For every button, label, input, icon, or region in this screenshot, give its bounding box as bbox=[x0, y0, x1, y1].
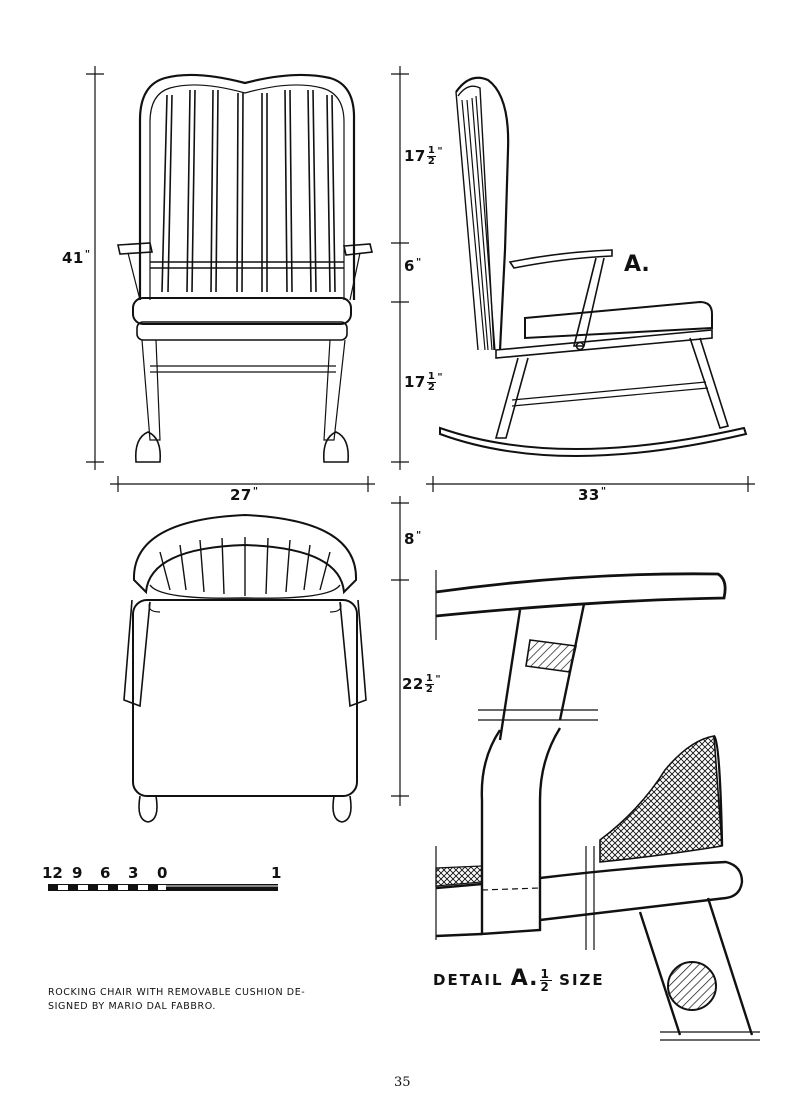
fraction-den: 2 bbox=[425, 684, 434, 695]
dim-arm-height-value: 6 bbox=[404, 257, 415, 275]
dim-top-back: 8" bbox=[404, 530, 422, 548]
fraction-den: 2 bbox=[427, 156, 436, 167]
inch-mark: " bbox=[435, 674, 442, 685]
inch-mark: " bbox=[252, 486, 259, 497]
dim-back-upper-value: 17 bbox=[404, 147, 426, 165]
scale-bar bbox=[48, 884, 278, 891]
detail-a-drawing bbox=[435, 570, 760, 1041]
dim-depth-value: 33 bbox=[578, 486, 600, 504]
scale-tick-label: 6 bbox=[100, 864, 111, 882]
section-marker-a: A. bbox=[624, 252, 650, 277]
fraction-den: 2 bbox=[427, 382, 436, 393]
fraction-num: 1 bbox=[424, 673, 435, 685]
scale-tick-label: 1 bbox=[271, 864, 282, 882]
fraction-den: 2 bbox=[540, 980, 551, 994]
fraction-num: 1 bbox=[426, 371, 437, 383]
figure-caption: ROCKING CHAIR WITH REMOVABLE CUSHION DE-… bbox=[48, 987, 306, 1012]
scale-tick-label: 3 bbox=[128, 864, 139, 882]
scale-tick-label: 12 bbox=[42, 864, 63, 882]
inch-mark: " bbox=[415, 530, 422, 541]
inch-mark: " bbox=[437, 146, 444, 157]
dim-total-height: 41" bbox=[62, 249, 91, 267]
dim-seat-height-value: 17 bbox=[404, 373, 426, 391]
height-dimension-line bbox=[391, 66, 409, 470]
dim-width: 27" bbox=[230, 486, 259, 504]
side-view bbox=[426, 76, 755, 492]
detail-suffix: SIZE bbox=[559, 971, 605, 989]
dim-arm-height: 6" bbox=[404, 257, 422, 275]
page-number: 35 bbox=[394, 1075, 411, 1090]
dim-top-seat-value: 22 bbox=[402, 675, 424, 693]
inch-mark: " bbox=[84, 249, 91, 260]
inch-mark: " bbox=[437, 372, 444, 383]
detail-letter: A. bbox=[510, 966, 539, 991]
inch-mark: " bbox=[415, 257, 422, 268]
scale-tick-label: 0 bbox=[157, 864, 168, 882]
inch-mark: " bbox=[600, 486, 607, 497]
detail-prefix: DETAIL bbox=[433, 971, 504, 989]
top-view bbox=[123, 496, 409, 823]
scale-tick-label: 9 bbox=[72, 864, 83, 882]
dim-top-back-value: 8 bbox=[404, 530, 415, 548]
fraction-num: 1 bbox=[426, 145, 437, 157]
fraction-num: 1 bbox=[539, 967, 552, 981]
front-view bbox=[86, 66, 375, 492]
dim-total-height-value: 41 bbox=[62, 249, 84, 267]
dim-width-value: 27 bbox=[230, 486, 252, 504]
dim-depth: 33" bbox=[578, 486, 607, 504]
